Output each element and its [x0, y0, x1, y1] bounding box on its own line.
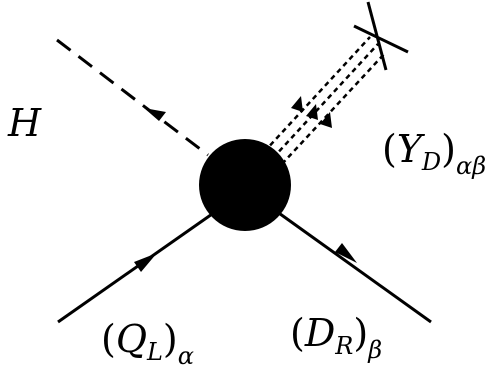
quark-left-arrow-icon	[134, 253, 157, 272]
higgs-label: H	[7, 101, 42, 145]
yukawa-sub: αβ	[456, 152, 486, 180]
higgs-dashed-line	[56, 38, 209, 157]
spurion-line-2	[272, 43, 379, 159]
cross-icon-stroke-1	[353, 24, 409, 54]
cross-icon-stroke-2	[366, 1, 388, 71]
yukawa-main: Y	[397, 127, 426, 171]
quark-right-main: D	[304, 311, 335, 355]
quark-left-label: (QL)α	[101, 317, 194, 369]
spurion-line-3	[281, 51, 387, 165]
spurion-arrow-icon-3	[320, 112, 332, 128]
yukawa-inner-sub: D	[421, 148, 441, 176]
quark-right-line	[275, 209, 432, 324]
quark-left-main: Q	[116, 317, 147, 361]
quark-right-arrow-icon	[335, 243, 357, 263]
quark-right-label: (DR)β	[290, 311, 382, 364]
yukawa-label: (YD)αβ	[382, 127, 486, 180]
spurion-line-1	[263, 36, 371, 153]
quark-left-sub: α	[178, 342, 194, 369]
quark-right-sub: β	[367, 336, 382, 364]
higgs-arrow-icon	[144, 108, 166, 121]
quark-right-inner-sub: R	[334, 332, 353, 360]
quark-left-line	[57, 210, 216, 324]
quark-left-inner-sub: L	[146, 338, 163, 366]
vertex-blob	[199, 139, 291, 231]
spurion-arrow-icon-1	[291, 96, 303, 112]
spurion-arrow-icon-2	[306, 104, 318, 120]
